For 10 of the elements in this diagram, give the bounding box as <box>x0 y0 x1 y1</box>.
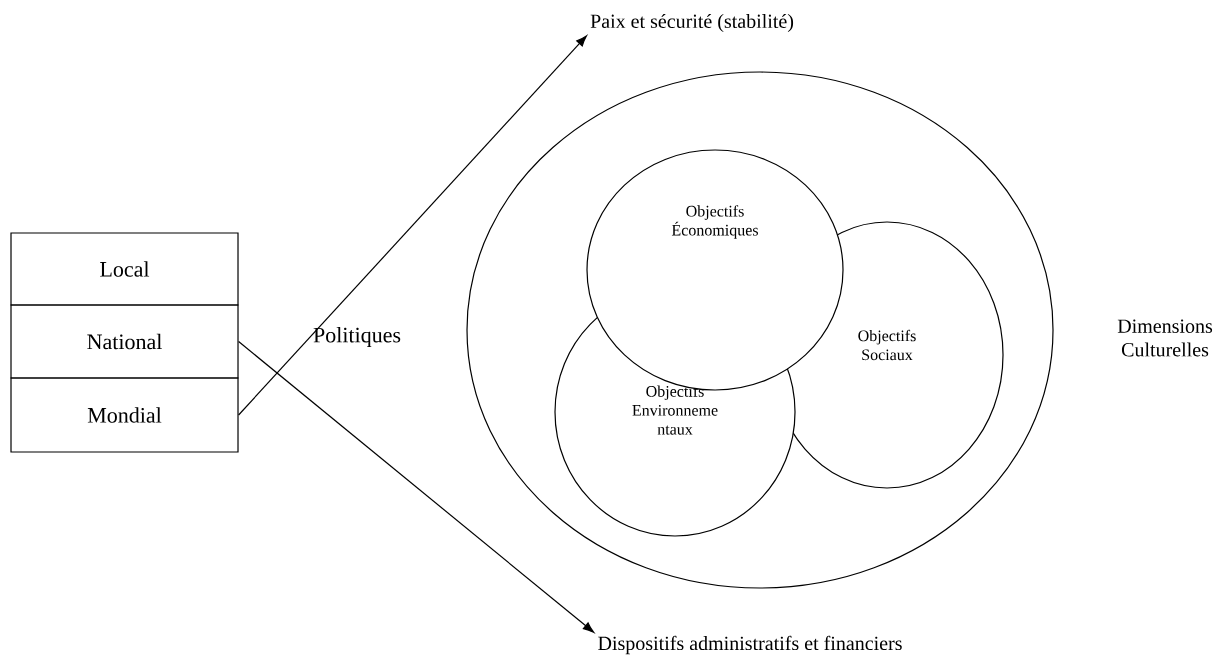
target-text: Paix et sécurité (stabilité) <box>590 13 794 33</box>
outer-ellipse <box>466 71 1054 589</box>
level-box: Mondial <box>10 377 239 453</box>
label-text: Dimensions Culturelles <box>1117 319 1213 357</box>
level-box: Local <box>10 232 239 306</box>
arrow <box>238 35 587 416</box>
arrow <box>238 340 595 633</box>
level-box: National <box>10 304 239 379</box>
target-text: Dispositifs administratifs et financiers <box>598 635 902 655</box>
label-text: Politiques <box>313 327 401 347</box>
